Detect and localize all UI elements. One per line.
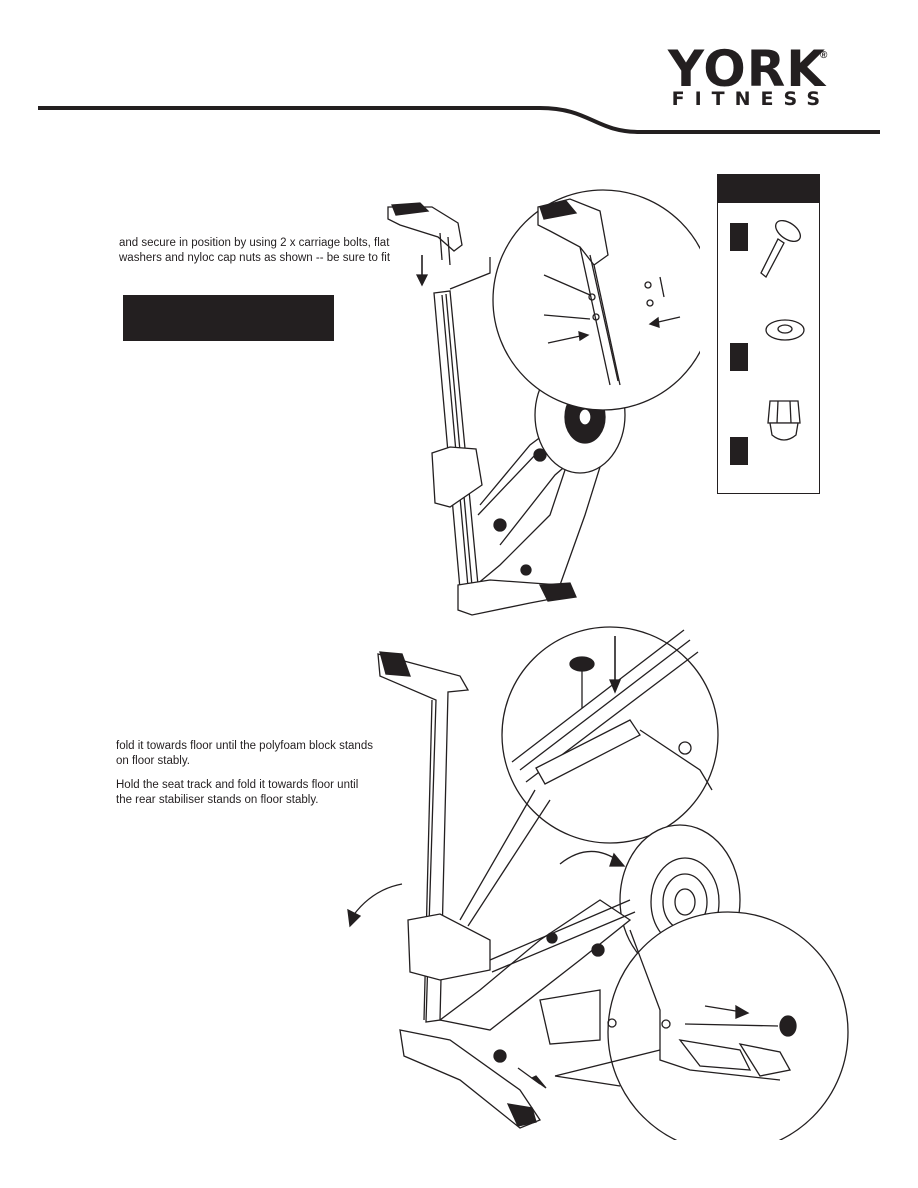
foot-bar-part [387, 206, 463, 252]
seat-track-rail [433, 290, 479, 590]
seat [431, 446, 483, 508]
step2-illustration [347, 626, 849, 1140]
step2-instruction-b: Hold the seat track and fold it towards … [116, 779, 359, 806]
carriage-bolt-icon [760, 219, 802, 278]
hardware-tag [730, 437, 748, 465]
step1-instruction: and secure in position by using 2 x carr… [119, 237, 391, 264]
nyloc-cap-nut-icon [767, 400, 801, 441]
hardware-tag [730, 343, 748, 371]
step1-illustration [387, 189, 700, 616]
hardware-panel [717, 174, 820, 494]
hardware-tag [730, 223, 748, 251]
brand-tagline: FITNESS [671, 88, 830, 110]
header-rule [38, 106, 880, 134]
step-label-box [123, 295, 334, 341]
registered-mark: ® [820, 50, 828, 61]
hardware-panel-header [718, 175, 819, 203]
flat-washer-icon [765, 319, 805, 341]
detail-callout-3 [607, 911, 849, 1140]
detail-callout-1 [492, 189, 700, 411]
brand-logo: YORK [667, 40, 826, 98]
step2-instruction-a: fold it towards floor until the polyfoam… [116, 740, 373, 767]
